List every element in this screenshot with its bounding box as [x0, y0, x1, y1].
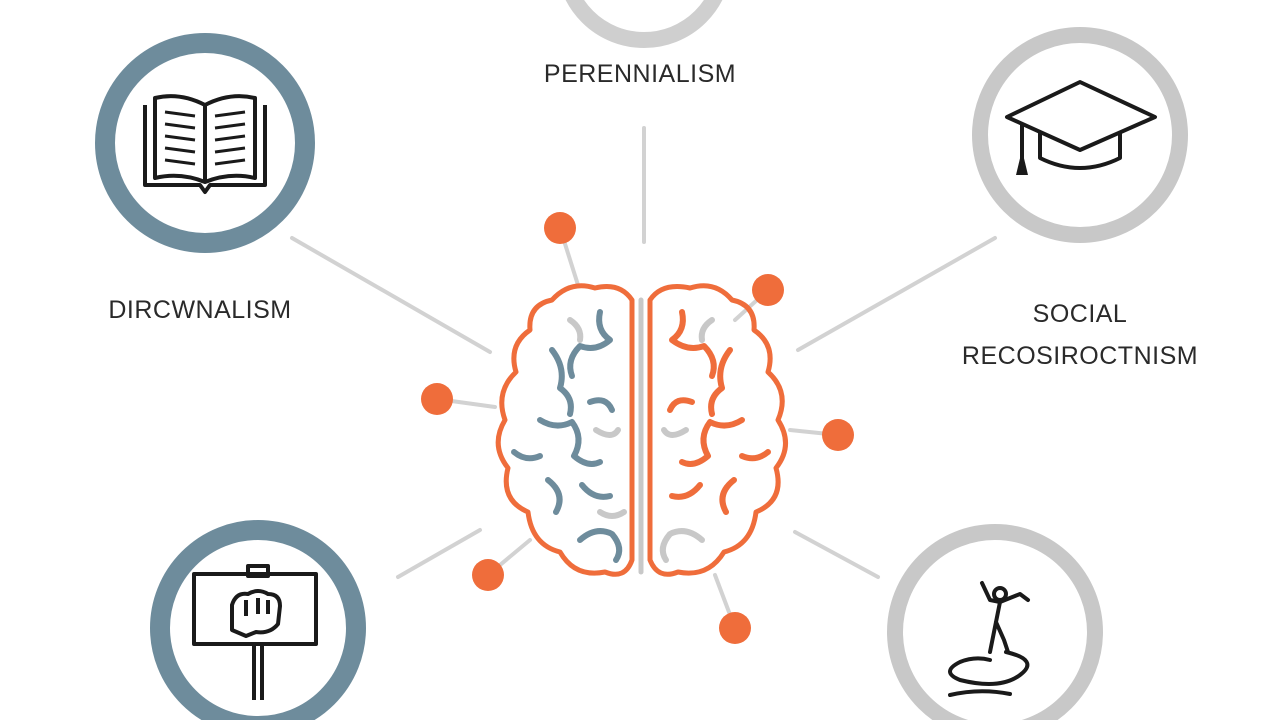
label-left-philosophy: DIRCWNALISM — [108, 296, 292, 324]
orange-dot — [544, 212, 576, 244]
node-bottom-left — [150, 520, 366, 720]
orange-dot — [822, 419, 854, 451]
label-perennialism: PERENNIALISM — [543, 60, 737, 88]
node-top-left — [95, 33, 315, 253]
protest-sign-fist-icon — [192, 564, 318, 700]
label-right-line2: RECOSIROCTNISM — [961, 342, 1199, 370]
tassel-icon — [1016, 150, 1028, 175]
connector-line-top-left — [290, 236, 492, 354]
node-bottom-right — [887, 524, 1103, 720]
orange-dot — [719, 612, 751, 644]
connector-line-top-right — [796, 236, 997, 352]
orange-dot — [752, 274, 784, 306]
orange-dot — [472, 559, 504, 591]
connector-line-bottom-right — [793, 530, 880, 579]
brain-icon — [495, 283, 788, 577]
label-social-reconstructionism: SOCIAL RECOSIROCTNISM — [955, 293, 1205, 377]
climbing-figure-icon — [948, 581, 1030, 697]
node-top-right — [972, 27, 1188, 243]
connector-line-bottom-left — [396, 528, 482, 579]
open-book-icon — [143, 94, 267, 194]
label-right-line1: SOCIAL — [1032, 300, 1128, 328]
orange-dot — [421, 383, 453, 415]
top-node-ring — [565, 0, 723, 48]
